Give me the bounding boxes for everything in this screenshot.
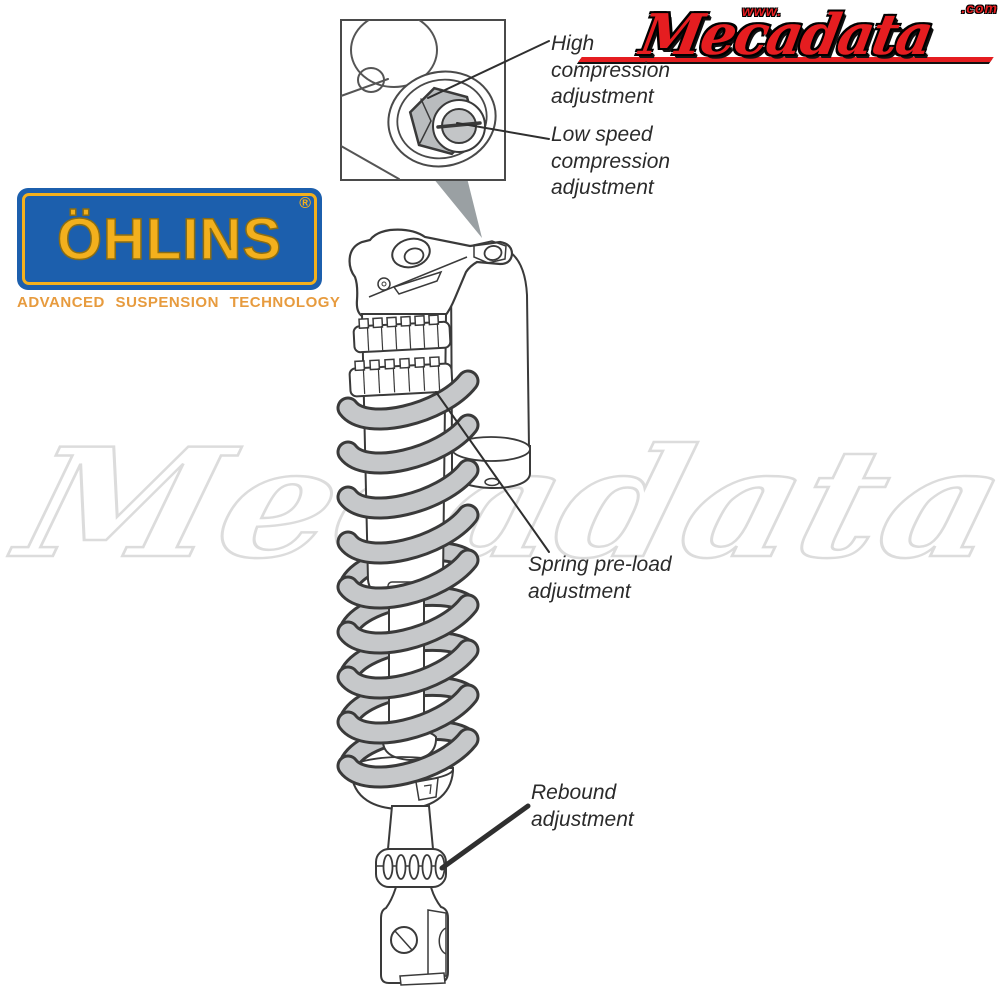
coil-spring (336, 369, 480, 789)
label-high-compression-adjustment: High compression adjustment (551, 32, 671, 109)
ohlins-logo-text: ÖHLINS (56, 207, 283, 272)
inset-detail-box (340, 19, 506, 181)
inset-pointer-wedge (433, 178, 482, 238)
rebound-adjuster-wheel (375, 848, 447, 888)
mecadata-www-text: www. (742, 3, 783, 19)
head-bolt (377, 277, 391, 291)
mecadata-com-text: .com (961, 0, 998, 16)
ohlins-tagline: ADVANCED SUSPENSION TECHNOLOGY (17, 294, 341, 311)
high-compression-leader (427, 40, 550, 99)
reservoir (449, 246, 531, 490)
mecadata-logo: Mecadata www. .com (562, 0, 1000, 70)
shock-head (348, 228, 514, 318)
label-low-speed-compression-adjustment: Low speed compression adjustment (551, 123, 671, 200)
leader-lines (427, 40, 550, 871)
registered-trademark-icon: ® (299, 195, 311, 212)
preload-leader (435, 391, 550, 553)
screw-slot (436, 121, 482, 129)
ohlins-logo: ÖHLINS ® ADVANCED SUSPENSION TECHNOLOGY (17, 188, 341, 311)
lower-shaft (386, 805, 435, 850)
reservoir-eyelet (483, 245, 503, 261)
label-spring-preload-adjustment: Spring pre-load adjustment (528, 553, 672, 603)
clevis-mount (380, 886, 449, 986)
low-speed-leader (456, 122, 550, 140)
inset-eyelet-outline (350, 20, 438, 88)
rebound-leader (439, 803, 531, 871)
preload-adjuster-rings (348, 314, 454, 398)
ohlins-logo-box: ÖHLINS ® (17, 188, 322, 290)
label-rebound-adjustment: Rebound adjustment (531, 781, 634, 831)
